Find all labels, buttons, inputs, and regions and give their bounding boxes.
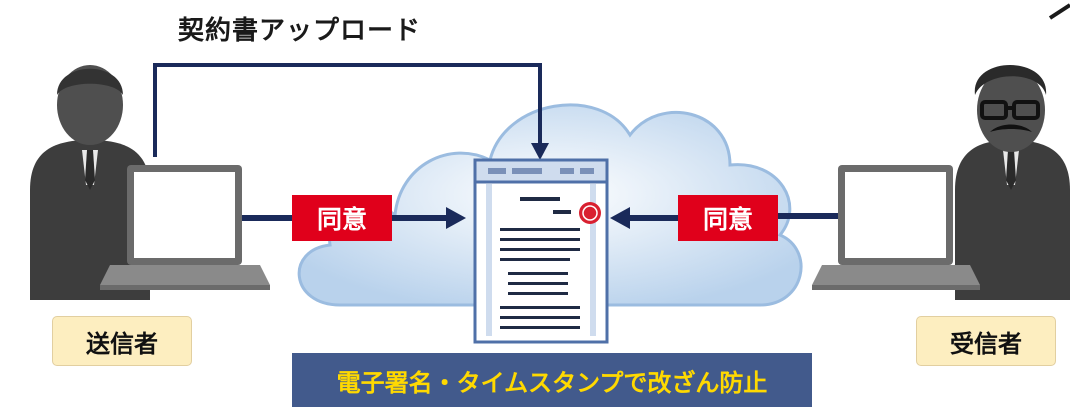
edge-stroke (1048, 3, 1070, 20)
sender-person-icon (30, 65, 150, 300)
contract-document-icon (473, 158, 609, 344)
upload-arrow (153, 63, 549, 160)
sender-laptop-icon (100, 165, 270, 290)
receiver-label: 受信者 (916, 316, 1056, 366)
receiver-laptop-icon (812, 165, 980, 290)
agree-left-badge: 同意 (292, 195, 392, 241)
tamper-proof-banner: 電子署名・タイムスタンプで改ざん防止 (292, 353, 812, 407)
sender-label: 送信者 (52, 316, 192, 366)
agree-right-badge: 同意 (678, 195, 778, 241)
upload-label: 契約書アップロード (178, 16, 422, 46)
left-agree-line (242, 207, 466, 229)
right-agree-line (610, 207, 838, 229)
receiver-person-icon (955, 65, 1070, 300)
